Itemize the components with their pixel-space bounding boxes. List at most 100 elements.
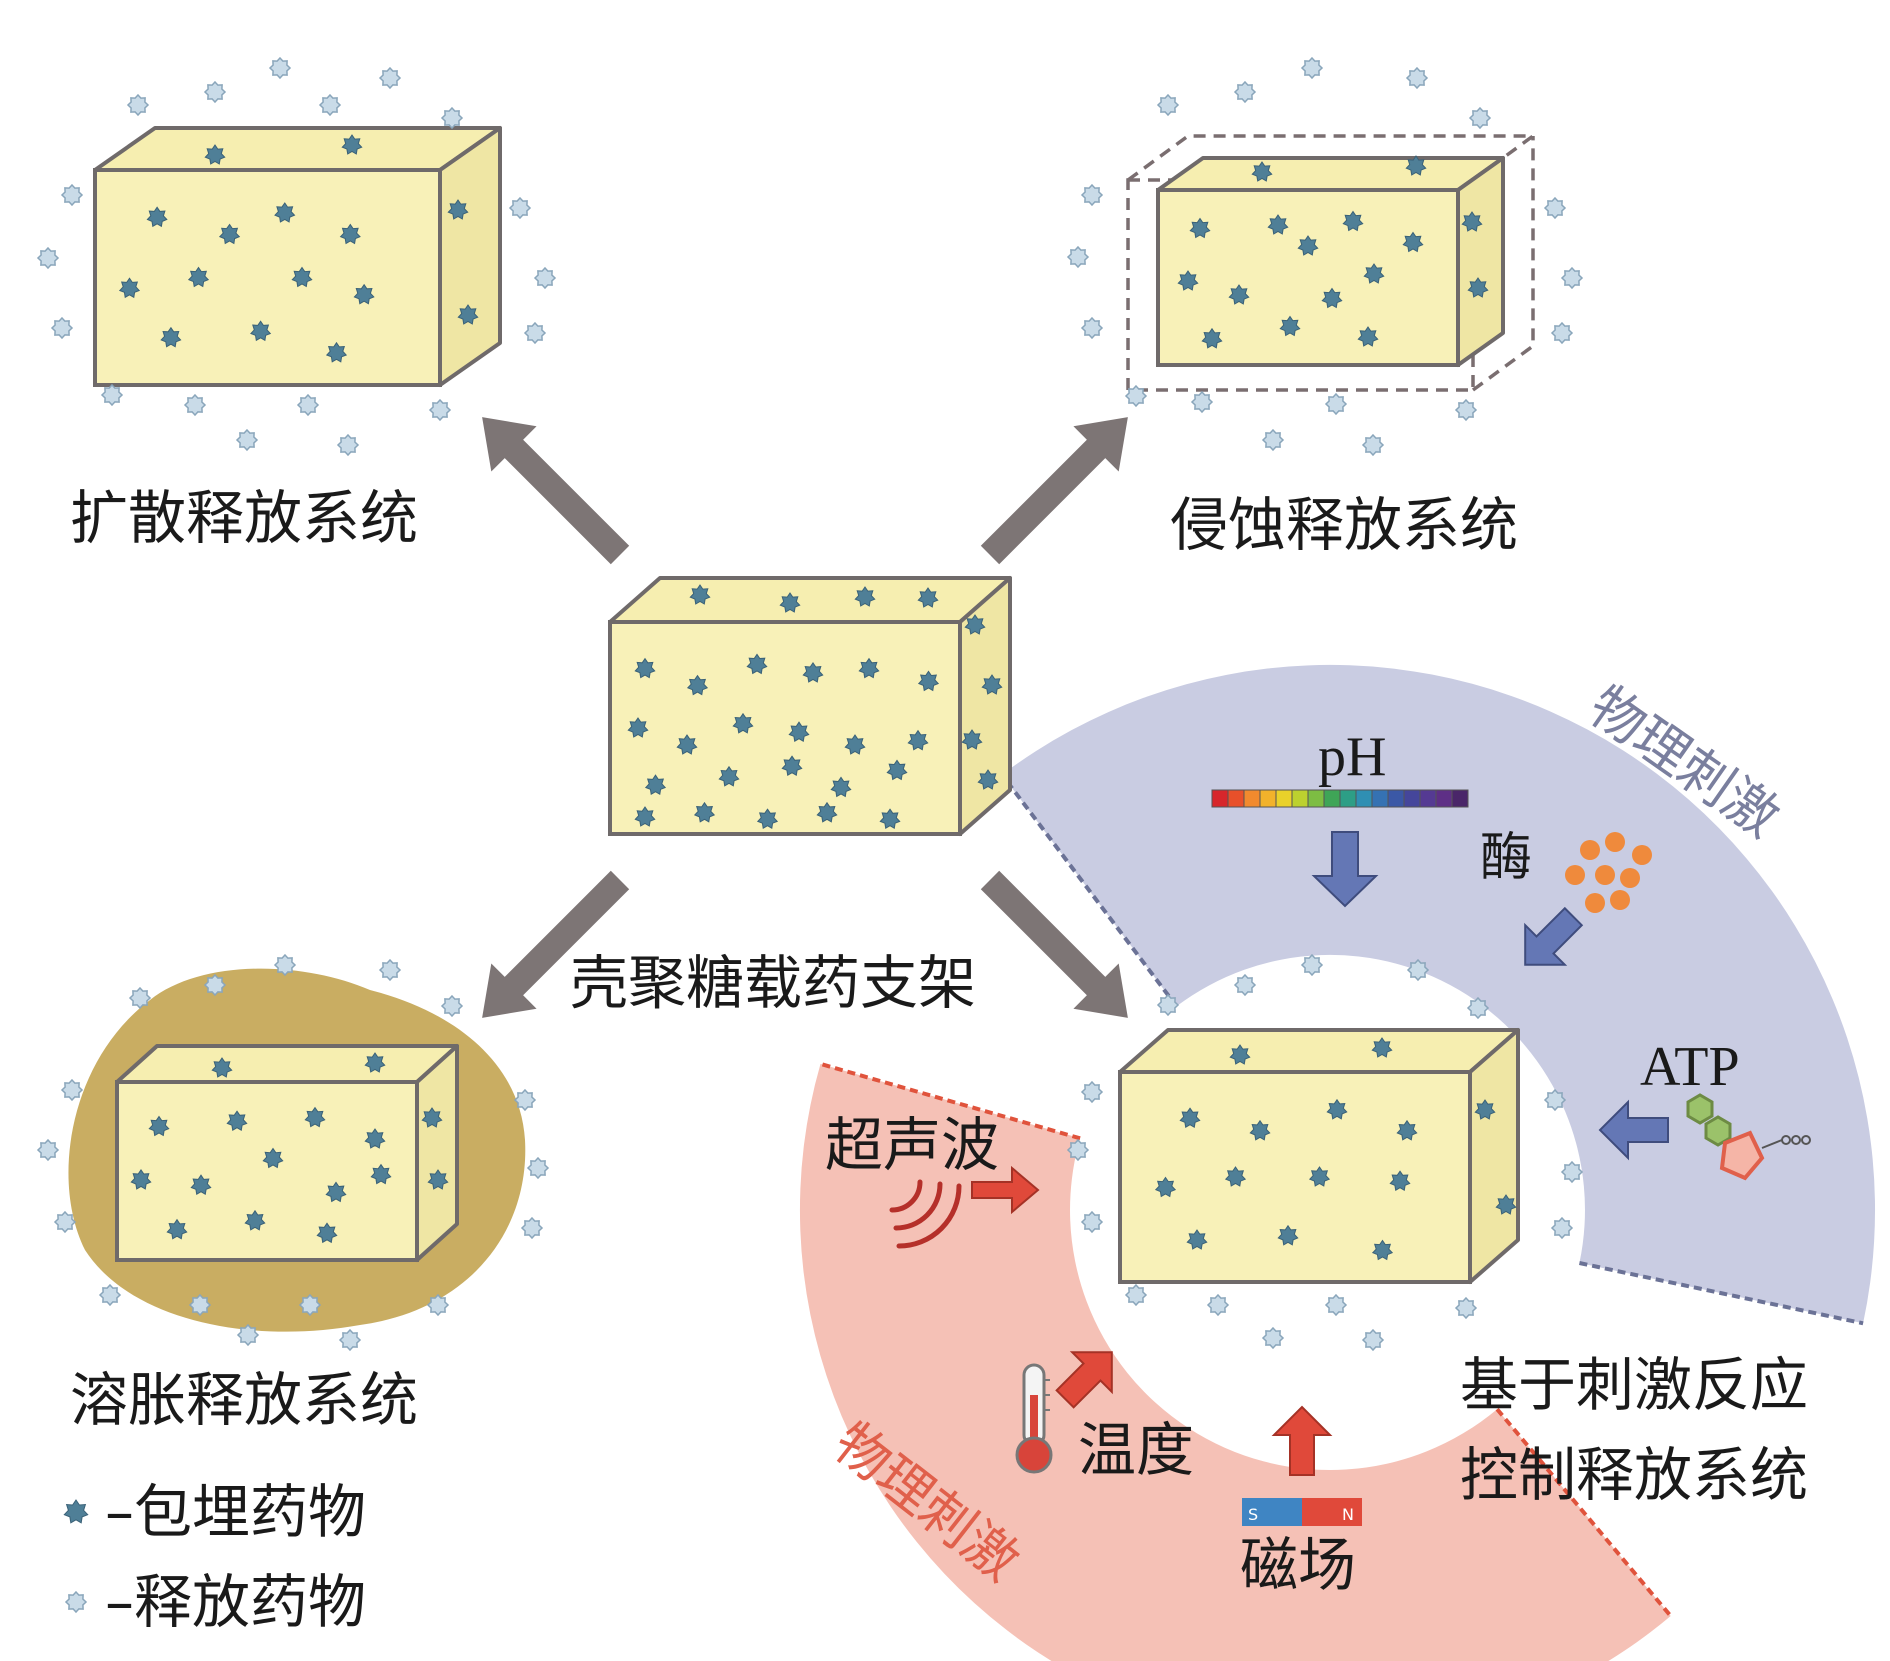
chitosan-scaffold-cube <box>608 576 1012 836</box>
released-drug-icon <box>268 56 292 80</box>
released-drug-icon <box>235 428 259 452</box>
ph-scale-segment <box>1435 789 1453 808</box>
released-drug-icon <box>98 1283 122 1307</box>
temperature-arrow <box>1055 1351 1113 1409</box>
released-drug-icon <box>50 316 74 340</box>
magnetic-label: 磁场 <box>1240 1531 1356 1599</box>
gray-release-arrow <box>980 417 1128 565</box>
magnetic-arrow <box>1271 1405 1333 1476</box>
released-drug-icon <box>513 1088 537 1112</box>
cube-front-face <box>93 168 442 387</box>
cube-top-face <box>1118 1028 1520 1074</box>
embedded-drug-icon <box>1363 263 1385 284</box>
ph-scale-icon <box>1211 789 1469 808</box>
released-drug-icon <box>426 1293 450 1317</box>
ph-scale-segment <box>1419 789 1437 808</box>
released-drug-icon <box>1324 392 1348 416</box>
released-drug-icon <box>296 393 320 417</box>
released-drug-icon <box>1066 245 1090 269</box>
embedded-drug-icon <box>1297 235 1319 256</box>
embedded-drug-icon <box>718 765 740 787</box>
enzyme-label: 酶 <box>1480 828 1532 888</box>
released-drug-icon <box>1405 66 1429 90</box>
cube-side-face <box>438 126 502 387</box>
released-drug-icon <box>1233 80 1257 104</box>
magnet-icon: S N <box>1242 1498 1362 1526</box>
embedded-drug-icon <box>917 587 939 608</box>
erosion-title: 侵蚀释放系统 <box>1170 491 1518 559</box>
embedded-drug-icon <box>844 734 866 755</box>
center-title: 壳聚糖载药支架 <box>570 949 976 1017</box>
legend-released-icon <box>64 1590 88 1614</box>
embedded-drug-icon <box>686 674 709 696</box>
embedded-drug-icon <box>325 341 348 363</box>
released-drug-icon <box>273 953 297 977</box>
embedded-drug-icon <box>788 721 810 742</box>
ph-down-arrow <box>1311 831 1379 908</box>
released-drug-icon <box>1261 1326 1285 1350</box>
ph-scale-segment <box>1355 789 1373 808</box>
embedded-drug-icon <box>160 326 182 348</box>
embedded-drug-icon <box>1389 1170 1411 1191</box>
released-drug-icon <box>428 398 452 422</box>
released-drug-icon <box>36 246 60 270</box>
embedded-drug-icon <box>964 614 986 635</box>
released-drug-icon <box>1190 390 1214 414</box>
released-drug-icon <box>1261 428 1285 452</box>
swelling-title: 溶胀释放系统 <box>70 1366 418 1434</box>
embedded-drug-icon <box>676 734 698 755</box>
released-drug-icon <box>336 433 360 457</box>
released-drug-icon <box>1080 183 1104 207</box>
embedded-drug-icon <box>1251 161 1273 182</box>
embedded-drug-icon <box>118 277 141 299</box>
released-drug-icon <box>100 383 124 407</box>
released-drug-icon <box>1468 106 1492 130</box>
enzyme-dot <box>1580 840 1600 860</box>
embedded-drug-icon <box>1201 327 1223 349</box>
enzyme-dot <box>1605 832 1625 852</box>
erosion-scaffold-cube <box>1156 155 1505 367</box>
cube-side-face <box>1456 156 1505 367</box>
released-drug-icon <box>1324 1293 1348 1317</box>
embedded-drug-icon <box>627 717 649 738</box>
embedded-drug-icon <box>858 657 880 679</box>
embedded-drug-icon <box>1224 1166 1247 1187</box>
lower-band-edge <box>1495 1407 1673 1618</box>
ph-scale-segment <box>1275 789 1293 808</box>
ph-scale-segment <box>1371 789 1389 808</box>
legend-released-label: –释放药物 <box>105 1568 366 1636</box>
released-drug-icon <box>1124 1283 1148 1307</box>
released-drug-icon <box>1560 1160 1584 1184</box>
lower-stimulus-band <box>799 1063 1671 1661</box>
temperature-label: 温度 <box>1078 1416 1194 1484</box>
released-drug-icon <box>1206 1293 1230 1317</box>
embedded-drug-icon <box>1495 1194 1517 1215</box>
release-direction-arrows <box>482 417 1128 1018</box>
embedded-drug-icon <box>130 1169 152 1190</box>
embedded-drug-icon <box>1279 315 1301 337</box>
enzyme-dots-icon <box>1565 832 1652 913</box>
released-drug-icon <box>183 393 207 417</box>
released-drug-icon <box>60 183 84 207</box>
cube-side-face <box>958 576 1012 836</box>
released-drug-icon <box>1080 1210 1104 1234</box>
erosion-outline-side <box>1471 136 1535 392</box>
embedded-drug-icon <box>886 759 908 781</box>
embedded-drug-icon <box>291 266 313 288</box>
released-drug-icon <box>1454 1296 1478 1320</box>
embedded-drug-icon <box>907 729 929 751</box>
magnet-n-label: N <box>1342 1505 1354 1524</box>
released-drug-icon <box>203 80 227 104</box>
enzyme-dot <box>1585 893 1605 913</box>
erosion-outline-top <box>1126 134 1539 182</box>
released-drug-icon <box>378 66 402 90</box>
embedded-drug-icon <box>364 1052 386 1073</box>
embedded-drug-icon <box>1342 210 1364 232</box>
ph-scale-segment <box>1259 789 1277 808</box>
embedded-drug-icon <box>634 806 656 827</box>
released-drug-icon <box>523 321 547 345</box>
embedded-drug-icon <box>981 674 1003 695</box>
released-drug-icon <box>533 266 557 290</box>
released-drug-icon <box>36 1138 60 1162</box>
